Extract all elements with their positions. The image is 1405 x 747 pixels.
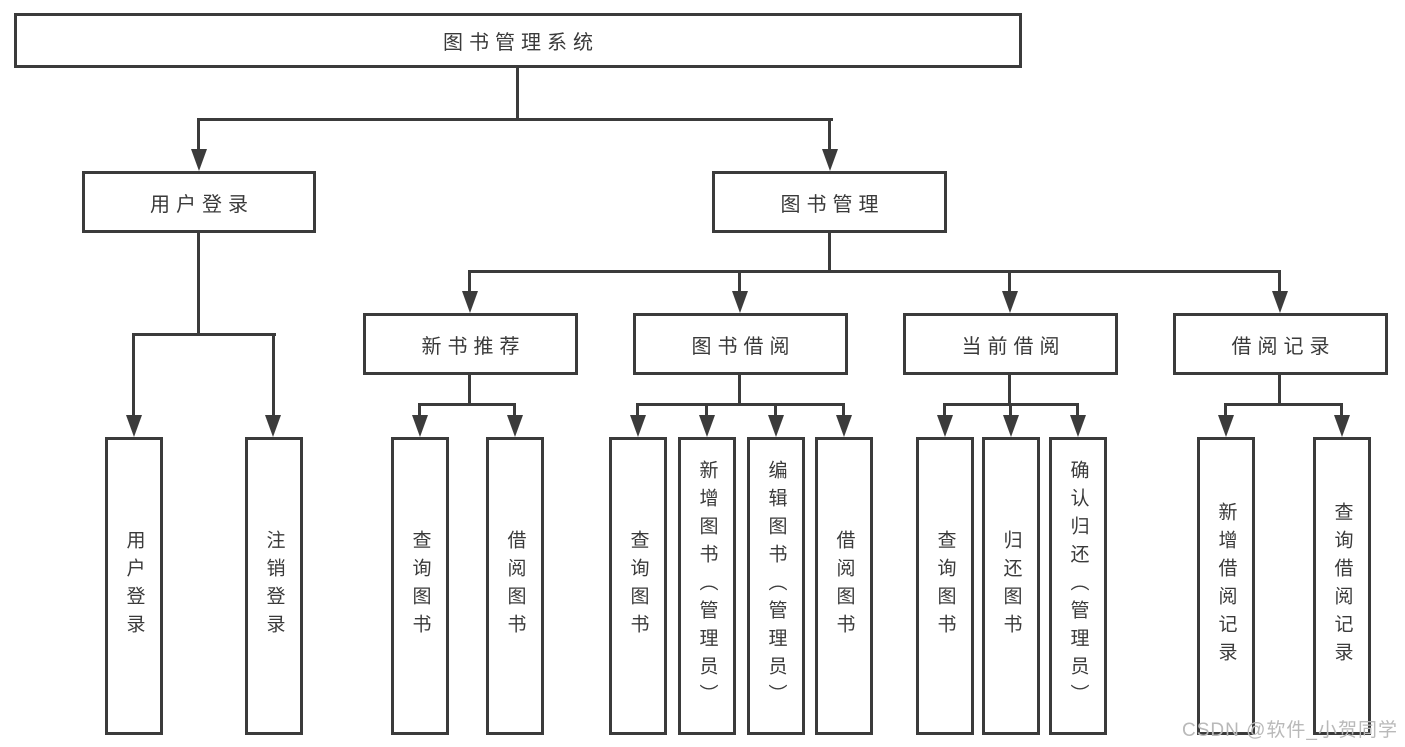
leaf-current-return-books: 归还图书: [982, 437, 1040, 735]
connector-login-trunk: [197, 233, 200, 335]
node-current-borrow-label: 当前借阅: [961, 335, 1066, 358]
connector-records-trunk: [1278, 375, 1281, 405]
node-user-login: 用户登录: [82, 171, 316, 233]
arrow-to-nb-query: [412, 415, 428, 437]
node-root: 图书管理系统: [14, 13, 1022, 68]
watermark: CSDN @软件_小贺同学: [1182, 720, 1398, 741]
leaf-current-return-books-label: 归还图书: [1000, 530, 1022, 642]
connector-mgmt-branch: [468, 270, 1281, 273]
leaf-current-query-books: 查询图书: [916, 437, 974, 735]
node-root-label: 图书管理系统: [443, 32, 599, 54]
leaf-records-query-record-label: 查询借阅记录: [1331, 502, 1353, 670]
arrow-to-re-query: [1334, 415, 1350, 437]
leaf-newbook-borrow-books-label: 借阅图书: [504, 530, 526, 642]
connector-stem-br-edit: [774, 403, 777, 418]
connector-stem-cu-confirm: [1076, 403, 1079, 418]
connector-stem-br-query: [636, 403, 639, 418]
arrow-to-newbook: [462, 291, 478, 313]
arrow-to-cu-confirm: [1070, 415, 1086, 437]
connector-stem-nb-borrow: [513, 403, 516, 418]
connector-stem-user-login: [197, 118, 200, 153]
connector-stem-currentborrow: [1008, 270, 1011, 295]
connector-stem-nb-query: [418, 403, 421, 418]
arrow-to-br-edit: [768, 415, 784, 437]
arrow-to-br-add: [699, 415, 715, 437]
leaf-logout-login-label: 注销登录: [263, 530, 285, 642]
connector-stem-br-add: [705, 403, 708, 418]
leaf-newbook-query-books-label: 查询图书: [409, 530, 431, 642]
node-borrow-records-label: 借阅记录: [1231, 335, 1336, 358]
connector-stem-newbook: [468, 270, 471, 295]
arrow-to-leaf-logout: [265, 415, 281, 437]
node-new-book-recommend-label: 新书推荐: [421, 335, 526, 358]
connector-borrow-branch: [636, 403, 845, 406]
connector-stem-leaf-logout: [272, 333, 275, 419]
leaf-borrow-edit-books-admin: 编辑图书（管理员）: [747, 437, 805, 735]
leaf-borrow-add-books-admin: 新增图书（管理员）: [678, 437, 736, 735]
connector-stem-cu-return: [1009, 403, 1012, 418]
leaf-borrow-query-books-label: 查询图书: [627, 530, 649, 642]
arrow-to-br-borrow: [836, 415, 852, 437]
leaf-current-confirm-return-admin-label: 确认归还（管理员）: [1067, 460, 1089, 712]
connector-stem-bookborrow: [738, 270, 741, 295]
connector-borrow-trunk: [738, 375, 741, 405]
arrow-to-re-add: [1218, 415, 1234, 437]
connector-stem-re-add: [1224, 403, 1227, 418]
leaf-borrow-add-books-admin-label: 新增图书（管理员）: [696, 460, 718, 712]
connector-mgmt-trunk: [828, 233, 831, 271]
connector-newbook-trunk: [468, 375, 471, 405]
arrow-to-leaf-user-login: [126, 415, 142, 437]
arrow-to-records: [1272, 291, 1288, 313]
leaf-newbook-query-books: 查询图书: [391, 437, 449, 735]
connector-current-trunk: [1008, 375, 1011, 405]
connector-stem-cu-query: [943, 403, 946, 418]
connector-root-trunk: [516, 68, 519, 120]
arrow-to-cu-query: [937, 415, 953, 437]
connector-stem-records: [1278, 270, 1281, 295]
connector-root-branch: [197, 118, 833, 121]
leaf-records-add-record: 新增借阅记录: [1197, 437, 1255, 735]
connector-records-branch: [1224, 403, 1343, 406]
leaf-records-add-record-label: 新增借阅记录: [1215, 502, 1237, 670]
leaf-newbook-borrow-books: 借阅图书: [486, 437, 544, 735]
connector-login-branch: [132, 333, 276, 336]
node-current-borrow: 当前借阅: [903, 313, 1118, 375]
arrow-to-user-login: [191, 149, 207, 171]
leaf-borrow-borrow-books: 借阅图书: [815, 437, 873, 735]
leaf-borrow-edit-books-admin-label: 编辑图书（管理员）: [765, 460, 787, 712]
arrow-to-cu-return: [1003, 415, 1019, 437]
leaf-current-confirm-return-admin: 确认归还（管理员）: [1049, 437, 1107, 735]
connector-stem-re-query: [1340, 403, 1343, 418]
connector-stem-book-mgmt: [828, 118, 831, 153]
arrow-to-br-query: [630, 415, 646, 437]
connector-stem-br-borrow: [842, 403, 845, 418]
leaf-logout-login: 注销登录: [245, 437, 303, 735]
connector-stem-leaf-user-login: [132, 333, 135, 419]
arrow-to-currentborrow: [1002, 291, 1018, 313]
leaf-user-login-label: 用户登录: [123, 530, 145, 642]
node-borrow-records: 借阅记录: [1173, 313, 1388, 375]
connector-newbook-branch: [418, 403, 516, 406]
node-book-borrow: 图书借阅: [633, 313, 848, 375]
leaf-current-query-books-label: 查询图书: [934, 530, 956, 642]
node-new-book-recommend: 新书推荐: [363, 313, 578, 375]
leaf-borrow-borrow-books-label: 借阅图书: [833, 530, 855, 642]
leaf-borrow-query-books: 查询图书: [609, 437, 667, 735]
leaf-user-login: 用户登录: [105, 437, 163, 735]
node-user-login-label: 用户登录: [150, 193, 254, 216]
arrow-to-bookborrow: [732, 291, 748, 313]
leaf-records-query-record: 查询借阅记录: [1313, 437, 1371, 735]
arrow-to-book-mgmt: [822, 149, 838, 171]
node-book-management-label: 图书管理: [780, 193, 885, 216]
node-book-management: 图书管理: [712, 171, 947, 233]
node-book-borrow-label: 图书借阅: [691, 335, 796, 358]
arrow-to-nb-borrow: [507, 415, 523, 437]
